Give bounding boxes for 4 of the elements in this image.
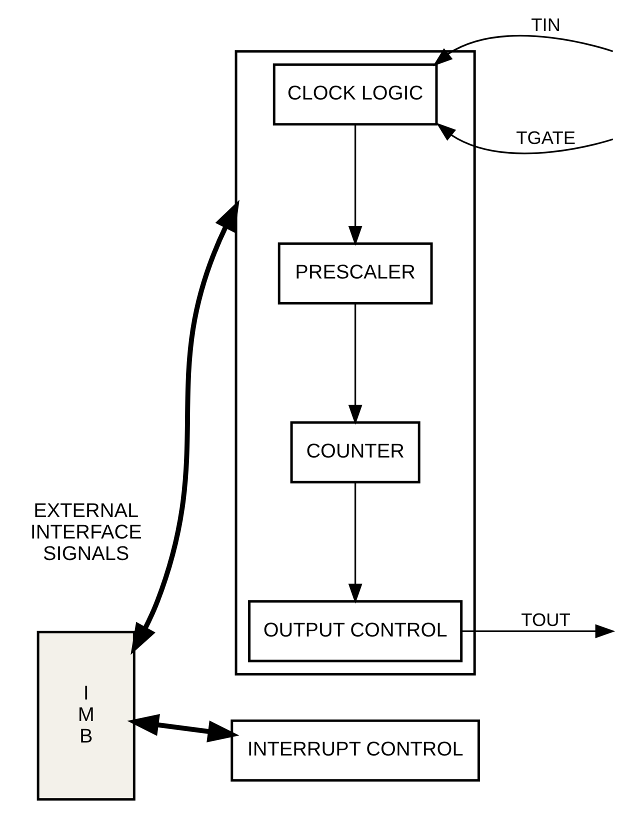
label: EXTERNAL INTERFACE SIGNALS xyxy=(30,500,142,565)
edge-label: TGATE xyxy=(516,127,576,148)
edge-label: TIN xyxy=(531,14,561,35)
edge-label: TOUT xyxy=(521,609,570,630)
